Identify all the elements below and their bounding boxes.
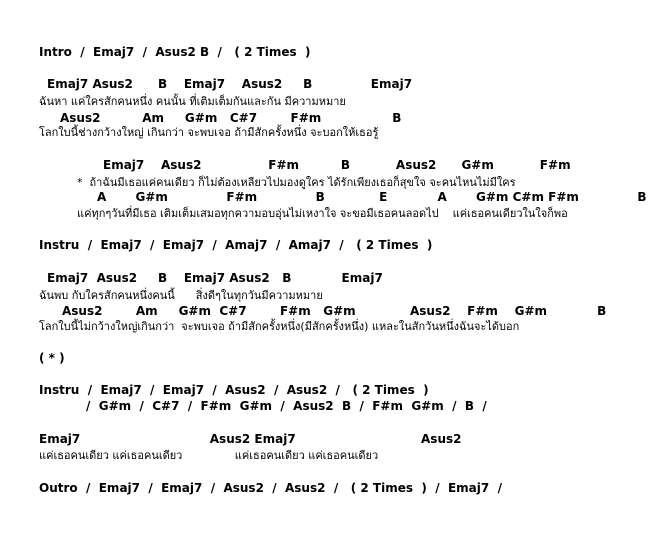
outro-line: Outro / Emaj7 / Emaj7 / Asus2 / Asus2 / … bbox=[39, 481, 502, 495]
instru-line-2-cont: / G#m / C#7 / F#m G#m / Asus2 B / F#m G#… bbox=[86, 399, 487, 413]
verse1-lyrics-2: โลกใบนี้ช่างกว้างใหญ่ เกินกว่า จะพบเจอ ถ… bbox=[39, 126, 379, 139]
chorus-lyrics-1: * ถ้าฉันมีเธอแค่คนเดียว ก็ไม่ต้องเหลียวไ… bbox=[77, 176, 516, 189]
bridge-lyrics: แค่เธอคนเดียว แค่เธอคนเดียว แค่เธอคนเดีย… bbox=[39, 449, 379, 462]
verse2-chords-1: Emaj7 Asus2 B Emaj7 Asus2 B Emaj7 bbox=[47, 271, 383, 285]
verse2-chords-2: Asus2 Am G#m C#7 F#m G#m Asus2 F#m G#m B bbox=[62, 304, 607, 318]
verse1-chords-2: Asus2 Am G#m C#7 F#m B bbox=[60, 111, 402, 125]
verse1-lyrics-1: ฉันหา แค่ใครสักคนหนึ่ง คนนั้น ที่เติมเต็… bbox=[39, 95, 346, 108]
chorus-chords-1: Emaj7 Asus2 F#m B Asus2 G#m F#m bbox=[103, 158, 571, 172]
bridge-chords: Emaj7 Asus2 Emaj7 Asus2 bbox=[39, 432, 462, 446]
intro-line: Intro / Emaj7 / Asus2 B / ( 2 Times ) bbox=[39, 45, 311, 59]
verse2-lyrics-1: ฉันพบ กับใครสักคนหนึ่งคนนี้ สิ่งดีๆในทุก… bbox=[39, 289, 323, 302]
instru-line-1: Instru / Emaj7 / Emaj7 / Amaj7 / Amaj7 /… bbox=[39, 238, 433, 252]
instru-line-2: Instru / Emaj7 / Emaj7 / Asus2 / Asus2 /… bbox=[39, 383, 429, 397]
chorus-repeat-marker: ( * ) bbox=[39, 351, 65, 365]
verse1-chords-1: Emaj7 Asus2 B Emaj7 Asus2 B Emaj7 bbox=[47, 77, 413, 91]
verse2-lyrics-2: โลกใบนี้ไม่กว้างใหญ่เกินกว่า จะพบเจอ ถ้า… bbox=[39, 320, 520, 333]
chorus-lyrics-2: แค่ทุกๆวันที่มีเธอ เติมเต็มเสมอทุกความอบ… bbox=[77, 207, 568, 220]
chorus-chords-2: A G#m F#m B E A G#m C#m F#m B bbox=[97, 190, 647, 204]
